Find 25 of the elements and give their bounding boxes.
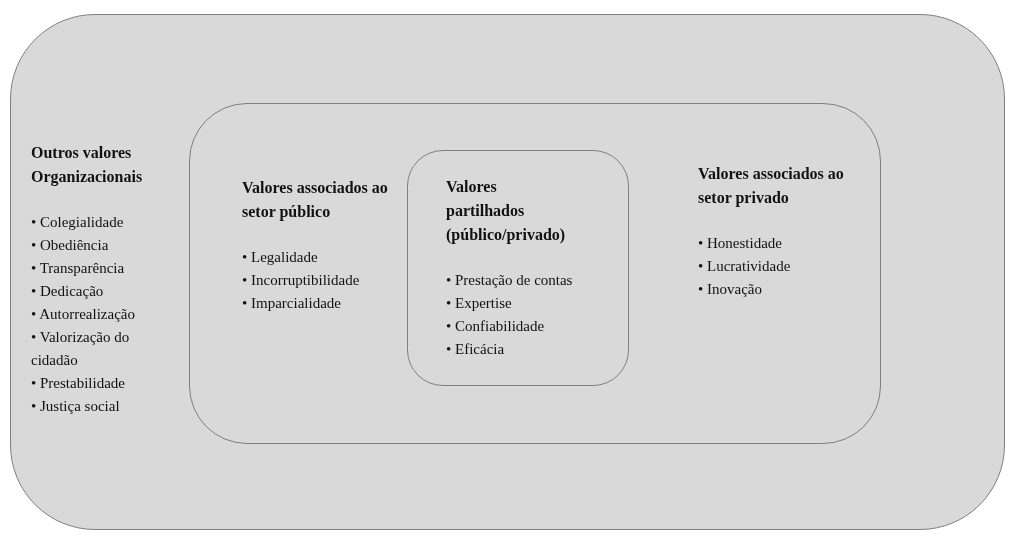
heading: Valores associados ao setor público bbox=[242, 178, 389, 223]
list-item: • Obediência bbox=[31, 236, 110, 255]
list-item: • Valorização do cidadão bbox=[31, 328, 131, 370]
rounded-box bbox=[10, 14, 1005, 530]
list-item: • Autorrealização bbox=[31, 305, 136, 324]
rounded-box bbox=[407, 150, 629, 386]
list-item: • Transparência bbox=[31, 259, 126, 278]
list-item: • Prestação de contas bbox=[446, 271, 574, 290]
rounded-box bbox=[189, 103, 881, 444]
list-item: • Dedicação bbox=[31, 282, 105, 301]
heading: Outros valores Organizacionais bbox=[31, 143, 144, 188]
list-item: • Expertise bbox=[446, 294, 513, 313]
list-item: • Confiabilidade bbox=[446, 317, 546, 336]
list-item: • Inovação bbox=[698, 280, 763, 299]
list-item: • Justiça social bbox=[31, 397, 121, 416]
list-item: • Colegialidade bbox=[31, 213, 125, 232]
list-item: • Imparcialidade bbox=[242, 294, 342, 313]
list-item: • Lucratividade bbox=[698, 257, 792, 276]
heading: Valores associados ao setor privado bbox=[698, 164, 845, 209]
list-item: • Eficácia bbox=[446, 340, 506, 359]
list-item: • Prestabilidade bbox=[31, 374, 126, 393]
list-item: • Honestidade bbox=[698, 234, 783, 253]
heading: Valores partilhados (público/privado) bbox=[446, 177, 567, 246]
list-item: • Legalidade bbox=[242, 248, 319, 267]
list-item: • Incorruptibilidade bbox=[242, 271, 361, 290]
